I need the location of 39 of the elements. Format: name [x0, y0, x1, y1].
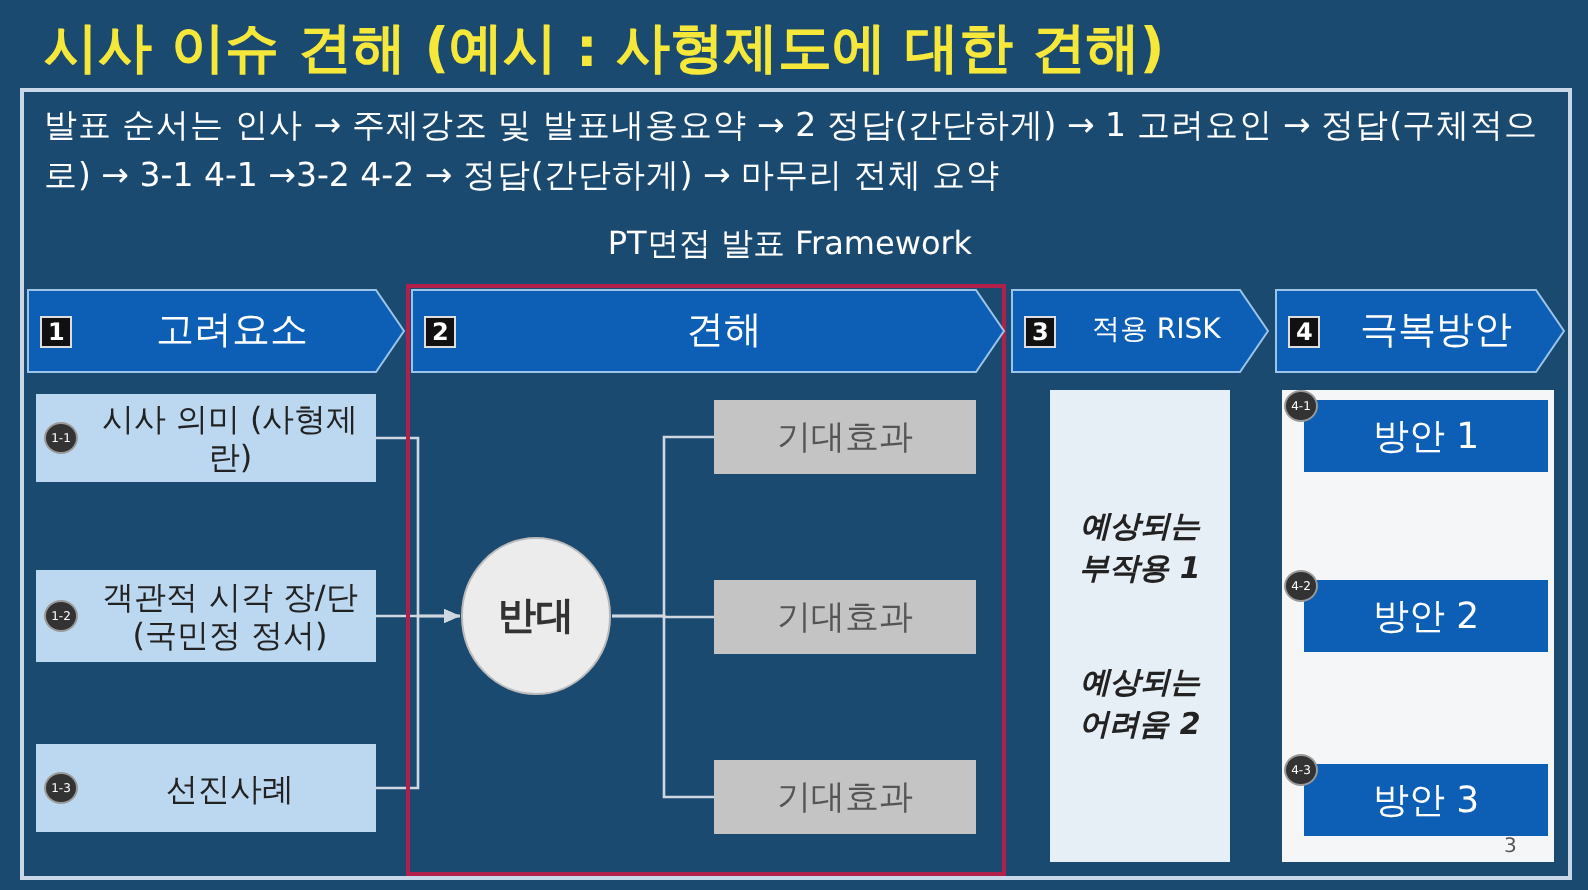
- chevron-header: [1012, 290, 1268, 372]
- node-text: 방안 2: [1372, 594, 1480, 640]
- solutions-panel: [1282, 390, 1554, 862]
- node-text: 방안 3: [1372, 778, 1480, 824]
- header-text: 견해: [684, 314, 765, 348]
- effect-box: [714, 400, 976, 474]
- node-text: 기대효과: [777, 416, 913, 460]
- slide-title: 시사 이슈 견해 (예시 : 사형제도에 대한 견해): [44, 16, 1165, 84]
- effect-box: [714, 760, 976, 834]
- node-text: 기대효과: [777, 596, 913, 640]
- connector: [376, 608, 460, 790]
- factor-box: [36, 394, 376, 482]
- opinion-ellipse: [460, 536, 612, 696]
- number-badge: 2: [424, 315, 457, 347]
- risk-text: 예상되는 어려움 2: [1077, 662, 1203, 746]
- node-text: 기대효과: [777, 776, 913, 820]
- presentation-order-note: 발표 순서는 인사 → 주제강조 및 발표내용요약 → 2 정답(간단하게) → 1 고려요인 → 정답(구체적으로) → 3-1 4-1 →3-2 4-2 → 정답(간단하게) → 마무리 전체 요약: [44, 104, 1541, 198]
- node-text: 시사 의미 (사형제란): [99, 400, 361, 476]
- number-badge: 1: [40, 315, 73, 347]
- header-text: 고려요소: [154, 314, 311, 348]
- page-number: 3: [1504, 836, 1517, 858]
- number-badge: 3: [1024, 315, 1057, 347]
- framework-caption: PT면접 발표 Framework: [605, 224, 975, 266]
- number-badge: 4: [1288, 315, 1321, 347]
- risk-panel: [1050, 390, 1230, 862]
- node-text: 선진사례: [166, 769, 294, 807]
- factor-box: [36, 570, 376, 662]
- factor-box: [36, 744, 376, 832]
- effect-box: [714, 580, 976, 654]
- chevron-header: [1276, 290, 1564, 372]
- header-text: 적용 RISK: [1089, 314, 1223, 348]
- chevron-header: [28, 290, 404, 372]
- node-text: 반대: [498, 592, 574, 642]
- node-text: 객관적 시각 장/단 (국민정 정서): [100, 578, 360, 654]
- node-text: 방안 1: [1372, 414, 1480, 460]
- connector: [612, 614, 714, 799]
- header-text: 극복방안: [1358, 314, 1515, 348]
- risk-text: 예상되는 부작용 1: [1077, 506, 1203, 590]
- chevron-header: [412, 290, 1004, 372]
